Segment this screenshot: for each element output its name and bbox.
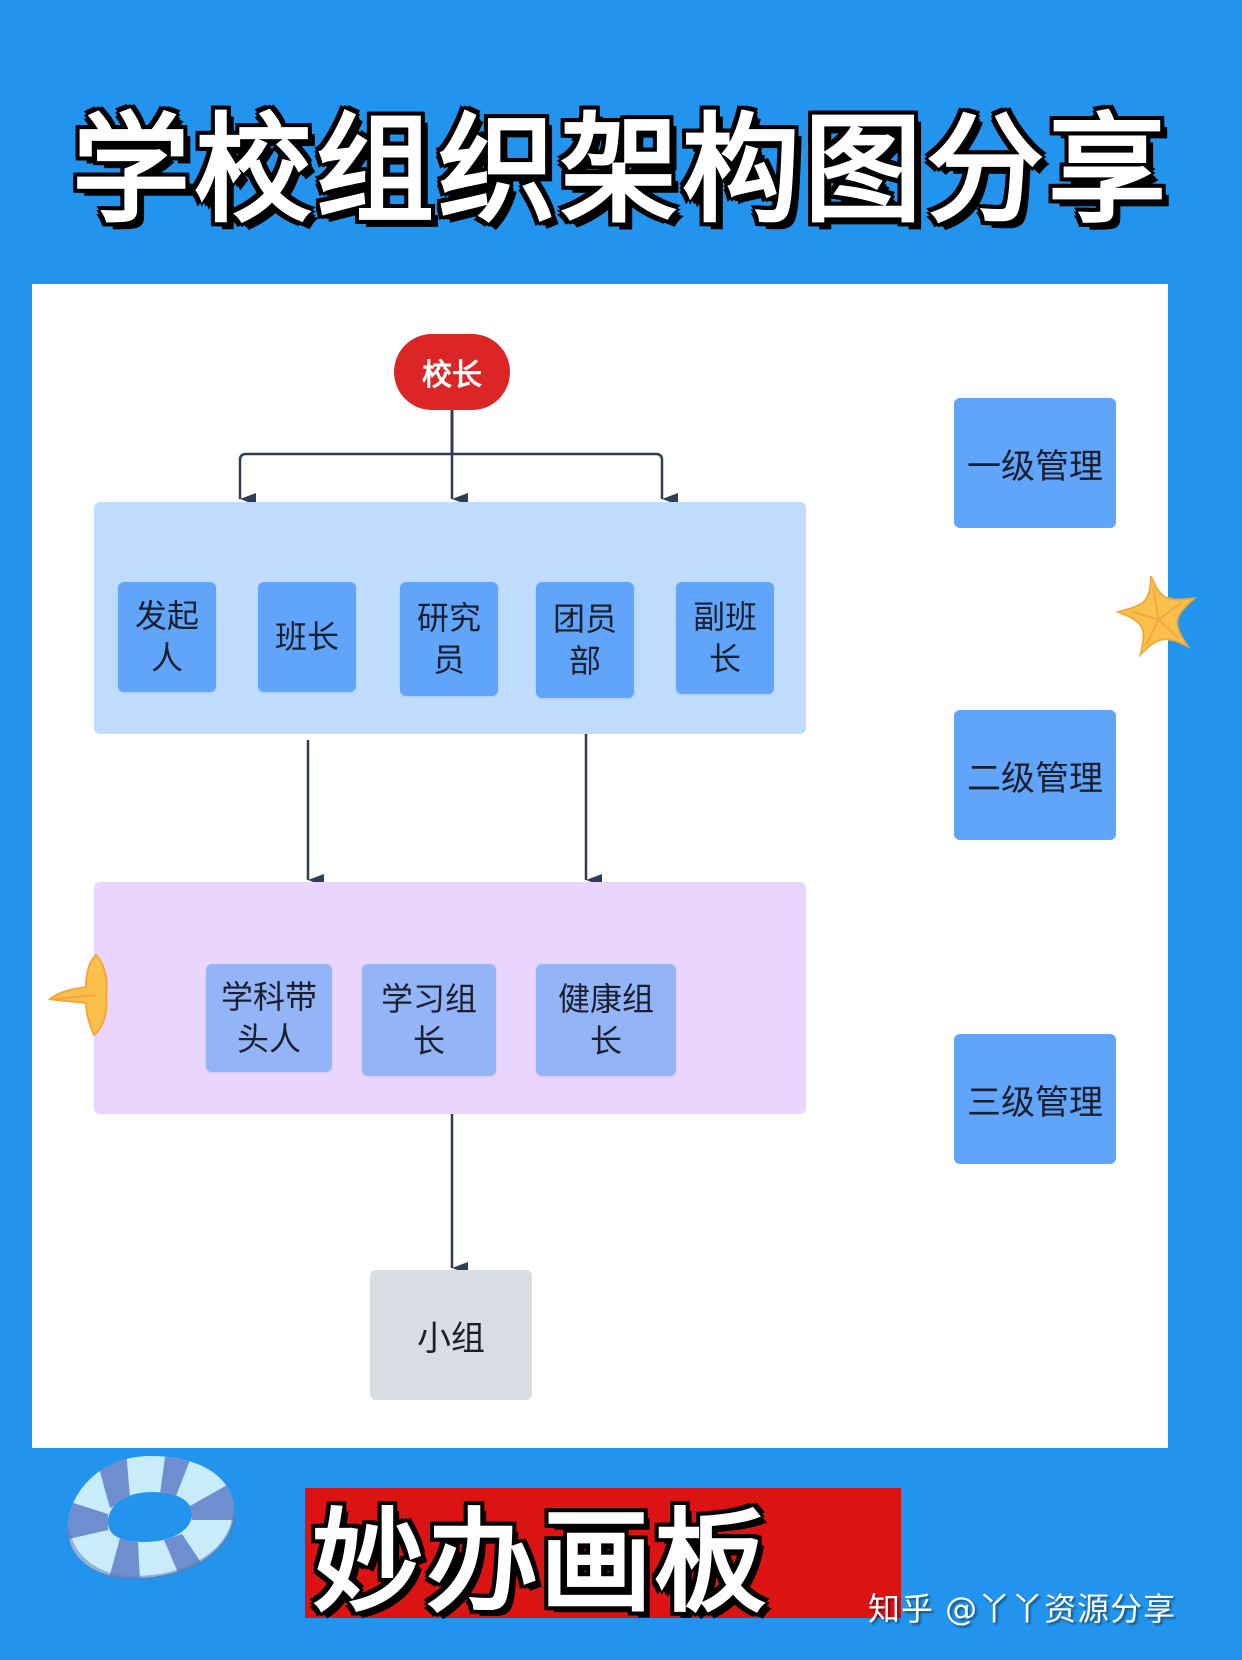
page-title: 学校组织架构图分享: [71, 101, 1170, 239]
node-initiator[interactable]: 发起 人: [118, 582, 216, 692]
node-label: 健康组 长: [557, 980, 654, 1060]
legend-level3: 三级管理: [954, 1034, 1116, 1164]
node-label: 学习组 长: [380, 980, 477, 1060]
node-league-dept[interactable]: 团员 部: [536, 582, 634, 698]
starfish-icon: [1114, 575, 1197, 658]
node-health-leader[interactable]: 健康组 长: [536, 964, 676, 1076]
legend-level1: 一级管理: [954, 398, 1116, 528]
node-class-monitor[interactable]: 班长: [258, 582, 356, 692]
node-label: 校长: [422, 358, 482, 393]
legend-label: 三级管理: [967, 1082, 1103, 1123]
node-researcher[interactable]: 研究 员: [400, 582, 498, 696]
diagram-canvas: 校长 发起 人 班长 研究 员 团员 部 副班 长 学科带 头人 学习组 长 健…: [32, 284, 1168, 1448]
node-label: 研究 员: [416, 599, 481, 679]
node-label: 团员 部: [552, 600, 617, 680]
node-label: 副班 长: [692, 598, 757, 678]
node-principal[interactable]: 校长: [394, 334, 510, 410]
node-subject-leader[interactable]: 学科带 头人: [206, 964, 332, 1072]
level2-group: 学科带 头人 学习组 长 健康组 长: [94, 882, 806, 1114]
brand-banner: 妙办画板: [305, 1488, 901, 1628]
node-study-leader[interactable]: 学习组 长: [362, 964, 496, 1076]
node-label: 发起 人: [134, 597, 199, 677]
node-team[interactable]: 小组: [370, 1270, 532, 1400]
node-label: 学科带 头人: [220, 978, 317, 1058]
watermark: 知乎 @丫丫资源分享: [868, 1590, 1177, 1628]
node-label: 班长: [274, 618, 339, 656]
legend-label: 二级管理: [967, 758, 1103, 799]
life-ring-icon: [66, 1456, 236, 1581]
node-label: 小组: [417, 1318, 485, 1359]
legend-label: 一级管理: [967, 446, 1103, 487]
legend-level2: 二级管理: [954, 710, 1116, 840]
brand-name: 妙办画板: [312, 1498, 768, 1628]
starfish-icon: [47, 953, 108, 1037]
node-vice-monitor[interactable]: 副班 长: [676, 582, 774, 694]
level1-group: 发起 人 班长 研究 员 团员 部 副班 长: [94, 502, 806, 734]
